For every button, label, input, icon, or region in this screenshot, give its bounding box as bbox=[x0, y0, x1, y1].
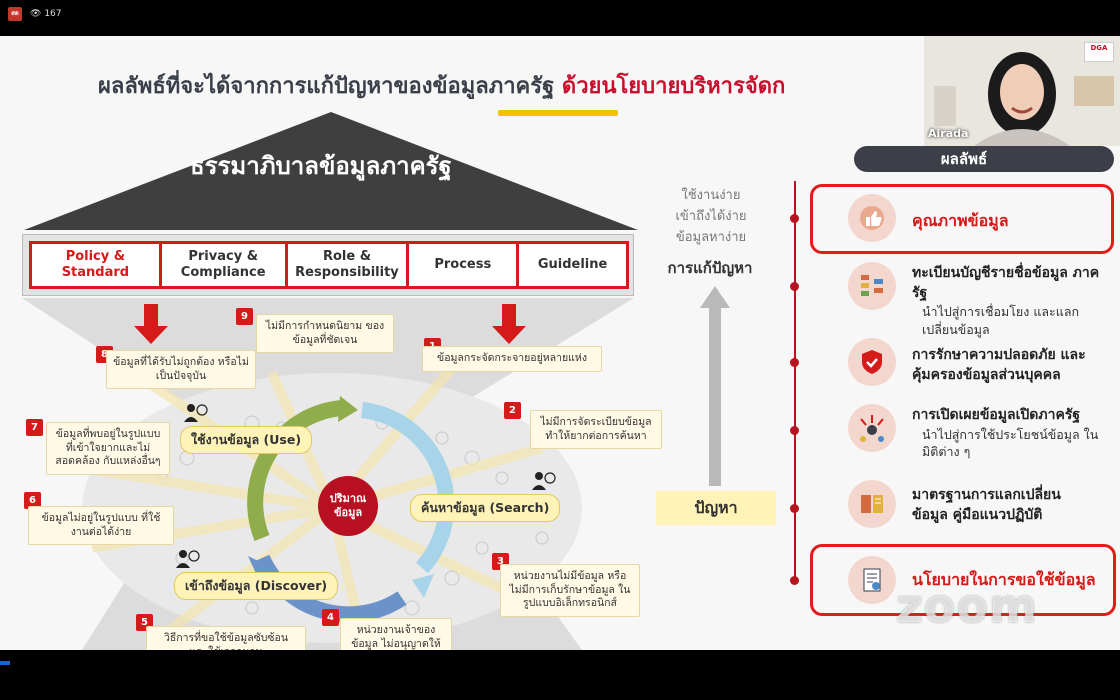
callout-number-6: 6 bbox=[24, 492, 41, 509]
result-data-request-policy: นโยบายในการขอใช้ข้อมูล bbox=[912, 570, 1096, 589]
callout-5: วิธีการที่ขอใช้ข้อมูลซับซ้อน และใช้เวลาน… bbox=[146, 626, 306, 650]
callout-9: ไม่มีการกำหนดนิยาม ของข้อมูลที่ชัดเจน bbox=[256, 314, 394, 354]
bottom-bar bbox=[0, 650, 1120, 700]
live-badge: สด bbox=[8, 7, 22, 21]
result-exchange-standard: มาตรฐานการแลกเปลี่ยน ข้อมูล คู่มือแนวปฏิ… bbox=[912, 487, 1061, 523]
callout-7: ข้อมูลที่พบอยู่ในรูปแบบ ที่เข้าใจยากและไ… bbox=[46, 422, 170, 475]
timeline-dot bbox=[790, 282, 799, 291]
data-catalog-icon bbox=[848, 262, 896, 310]
data-volume-circle: ปริมาณ ข้อมูล bbox=[318, 476, 378, 536]
timeline-dot bbox=[790, 214, 799, 223]
slide-title-highlight: ด้วยนโยบายบริหารจัดก bbox=[561, 74, 786, 99]
thumbs-up-icon bbox=[848, 194, 896, 242]
result-security: การรักษาความปลอดภัย และคุ้มครองข้อมูลส่ว… bbox=[912, 347, 1086, 383]
benefit-easy-use: ใช้งานง่าย bbox=[681, 188, 741, 203]
highlight-data-request-policy bbox=[810, 544, 1116, 616]
pillar-privacy-compliance: Privacy & Compliance bbox=[161, 244, 288, 286]
frustrated-user-icon bbox=[184, 404, 208, 422]
benefit-easy-find: ข้อมูลหาง่าย bbox=[675, 229, 747, 245]
callout-number-4: 4 bbox=[322, 609, 339, 626]
frustrated-user-icon bbox=[532, 472, 556, 490]
result-open-data-sub: นำไปสู่การใช้ประโยชน์ข้อมูล ในมิติต่าง ๆ bbox=[922, 426, 1099, 460]
callout-3: หน่วยงานไม่มีข้อมูล หรือไม่มีการเก็บรักษ… bbox=[500, 564, 640, 617]
governance-pillars: Policy & Standard Privacy & Compliance R… bbox=[22, 234, 634, 296]
callout-1: ข้อมูลกระจัดกระจายอยู่หลายแห่ง bbox=[422, 346, 602, 372]
manual-book-icon bbox=[848, 480, 896, 528]
pillar-role-responsibility: Role & Responsibility bbox=[287, 244, 410, 286]
speaker-avatar bbox=[924, 36, 1120, 146]
progress-indicator bbox=[0, 661, 10, 665]
zoom-watermark: zoom bbox=[896, 579, 1038, 633]
pillar-process: Process bbox=[409, 244, 520, 286]
dga-logo: DGA bbox=[1084, 42, 1114, 62]
result-open-data: การเปิดเผยข้อมูลเปิดภาครัฐ นำไปสู่การใช้… bbox=[912, 406, 1112, 461]
stage-use: ใช้งานข้อมูล (Use) bbox=[180, 426, 313, 454]
stage-search: ค้นหาข้อมูล (Search) bbox=[410, 494, 561, 522]
speaker-name: Airada bbox=[928, 127, 969, 140]
callout-4: หน่วยงานเจ้าของข้อมูล ไม่อนุญาตให้เข้าถึ… bbox=[340, 618, 452, 650]
benefit-easy-access: เข้าถึงได้ง่าย bbox=[675, 208, 747, 224]
highlight-data-quality bbox=[810, 184, 1114, 254]
callout-number-2: 2 bbox=[504, 402, 521, 419]
result-data-quality: คุณภาพข้อมูล bbox=[912, 211, 1009, 230]
title-underline bbox=[498, 110, 618, 116]
results-timeline bbox=[794, 181, 796, 581]
solution-benefits: ใช้งานง่าย เข้าถึงได้ง่าย ข้อมูลหาง่าย bbox=[666, 186, 756, 248]
viewer-count-value: 167 bbox=[44, 9, 62, 19]
slide-title-main: ผลลัพธ์ที่จะได้จากการแก้ปัญหาของข้อมูลภา… bbox=[98, 74, 555, 99]
callout-2: ไม่มีการจัดระเบียบข้อมูล ทำให้ยากต่อการค… bbox=[530, 410, 662, 450]
stage-discover: เข้าถึงข้อมูล (Discover) bbox=[174, 572, 339, 600]
callout-number-7: 7 bbox=[26, 419, 43, 436]
callout-number-9: 9 bbox=[236, 308, 253, 325]
slide-title: ผลลัพธ์ที่จะได้จากการแก้ปัญหาของข้อมูลภา… bbox=[98, 68, 785, 103]
governance-roof bbox=[24, 112, 638, 230]
viewer-count: 👁 167 bbox=[30, 9, 62, 19]
result-data-catalog: ทะเบียนบัญชีรายชื่อข้อมูล ภาครัฐ นำไปสู่… bbox=[912, 264, 1112, 338]
timeline-dot bbox=[790, 504, 799, 513]
frustrated-user-icon bbox=[176, 550, 200, 568]
result-open-data-title: การเปิดเผยข้อมูลเปิดภาครัฐ bbox=[912, 407, 1081, 423]
livestream-top-bar: สด 👁 167 bbox=[0, 0, 1120, 36]
callout-6: ข้อมูลไม่อยู่ในรูปแบบ ที่ใช้งานต่อได้ง่า… bbox=[28, 506, 174, 546]
eye-icon: 👁 bbox=[30, 9, 42, 19]
result-data-catalog-title: ทะเบียนบัญชีรายชื่อข้อมูล ภาครัฐ bbox=[912, 265, 1100, 301]
open-data-icon bbox=[848, 404, 896, 452]
solution-label: การแก้ปัญหา bbox=[667, 259, 753, 277]
pillar-guideline: Guideline bbox=[519, 244, 626, 286]
callout-8: ข้อมูลที่ได้รับไม่ถูกต้อง หรือไม่เป็นปัจ… bbox=[106, 350, 256, 390]
result-data-catalog-sub: นำไปสู่การเชื่อมโยง และแลกเปลี่ยนข้อมูล bbox=[922, 304, 1080, 337]
up-arrow-icon bbox=[700, 286, 730, 486]
timeline-dot bbox=[790, 358, 799, 367]
timeline-dot bbox=[790, 576, 799, 585]
results-header: ผลลัพธ์ bbox=[854, 146, 1114, 172]
shield-icon bbox=[848, 338, 896, 386]
down-arrow-left bbox=[134, 304, 168, 344]
pillar-policy-standard: Policy & Standard bbox=[32, 244, 162, 286]
down-arrow-right bbox=[492, 304, 526, 344]
timeline-dot bbox=[790, 426, 799, 435]
problem-label: ปัญหา bbox=[656, 491, 776, 525]
policy-document-icon bbox=[848, 556, 896, 604]
roof-title: ธรรมาภิบาลข้อมูลภาครัฐ bbox=[190, 152, 452, 180]
speaker-video[interactable]: DGA Airada bbox=[924, 36, 1120, 146]
